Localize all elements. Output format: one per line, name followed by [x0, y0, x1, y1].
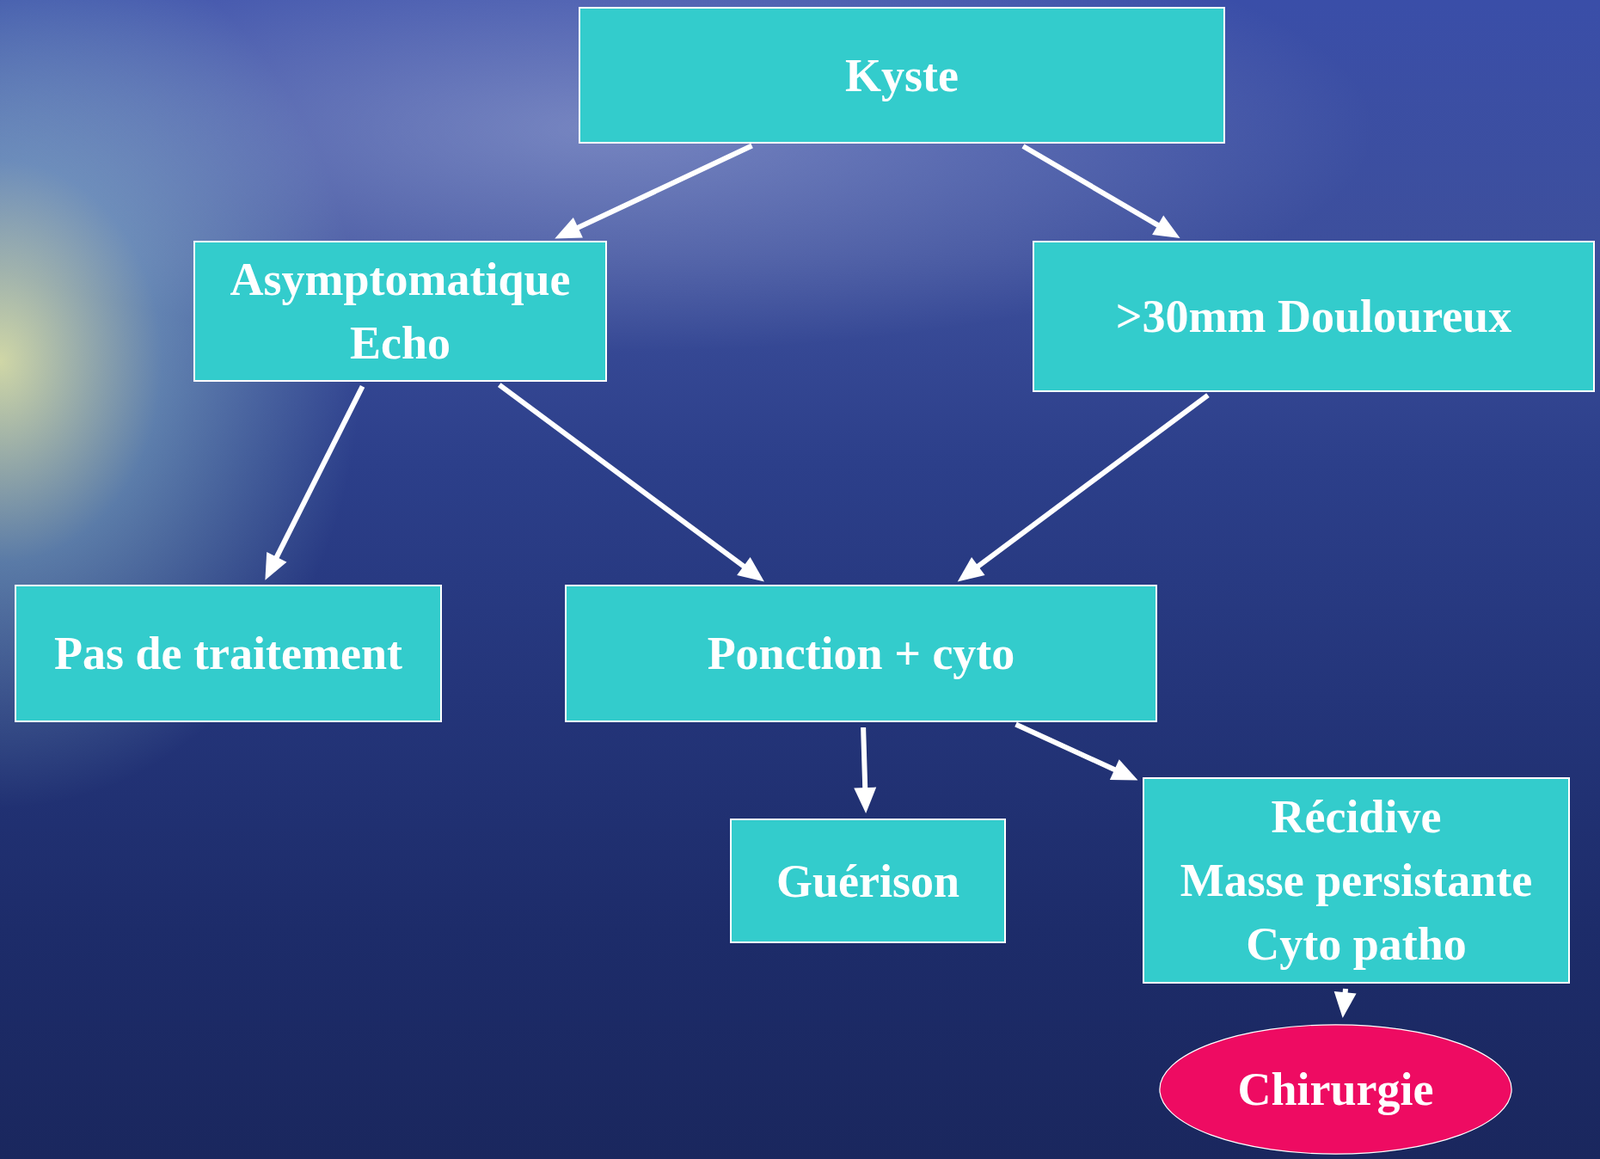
arrow-head: [1109, 759, 1139, 780]
arrow-line: [1023, 146, 1161, 227]
arrow-line: [863, 727, 865, 791]
node-text: Masse persistante: [1180, 848, 1533, 913]
node-text: Kyste: [845, 43, 959, 108]
arrow-head: [1152, 215, 1180, 239]
arrow-line: [275, 386, 363, 560]
arrow-connector: [499, 385, 765, 583]
arrow-connector: [1015, 723, 1138, 780]
arrow-connector: [554, 146, 752, 240]
arrow-line: [975, 395, 1208, 569]
arrow-head: [736, 557, 765, 582]
node-text: Chirurgie: [1238, 1057, 1435, 1122]
arrow-line: [575, 146, 753, 230]
process-box: Guérison: [729, 818, 1006, 944]
arrow-connector: [264, 386, 362, 580]
arrow-head: [853, 787, 877, 814]
arrow-head: [554, 217, 583, 240]
node-text: Guérison: [776, 849, 960, 914]
node-text: Asymptomatique: [229, 247, 571, 312]
arrow-head: [1334, 991, 1357, 1018]
arrow-head: [264, 551, 287, 581]
node-text: Echo: [349, 311, 451, 375]
arrow-line: [1015, 723, 1117, 771]
root-box: Kyste: [578, 6, 1226, 144]
process-box: >30mm Douloureux: [1032, 240, 1595, 393]
node-text: Récidive: [1271, 784, 1442, 849]
node-text: >30mm Douloureux: [1115, 284, 1512, 349]
process-box: AsymptomatiqueEcho: [193, 240, 607, 382]
terminal-ellipse: Chirurgie: [1157, 1023, 1515, 1156]
arrow-connector: [853, 727, 877, 814]
process-box: Pas de traitement: [14, 584, 442, 723]
arrow-head: [957, 557, 986, 582]
node-text: Cyto patho: [1245, 912, 1467, 976]
process-box: Ponction + cyto: [564, 584, 1158, 723]
arrow-connector: [1334, 988, 1357, 1018]
node-text: Pas de traitement: [54, 621, 403, 686]
arrow-line: [499, 385, 747, 569]
node-text: Ponction + cyto: [707, 621, 1016, 686]
process-box: RécidiveMasse persistanteCyto patho: [1142, 777, 1570, 984]
arrow-connector: [957, 395, 1208, 583]
arrow-connector: [1023, 146, 1181, 239]
ellipse-shape: [1159, 1024, 1512, 1154]
